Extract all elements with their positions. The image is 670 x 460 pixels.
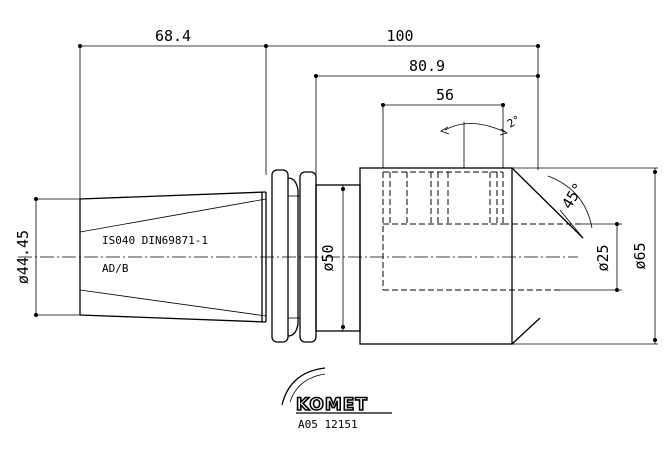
angle-45-label: 45° — [558, 180, 588, 213]
dim-56-label: 56 — [436, 86, 454, 104]
dimension-56: 56 — [381, 86, 505, 168]
dim-80-9-label: 80.9 — [409, 57, 445, 75]
logo-text: KOMET — [296, 395, 368, 415]
dimension-diameter-25: ø25 — [560, 222, 622, 292]
main-body — [359, 167, 658, 345]
dimension-80-9: 80.9 — [314, 57, 540, 185]
standard-label: IS040 DIN69871-1 — [102, 234, 208, 247]
rotation-angle-mark: 2° — [440, 113, 523, 168]
dimension-diameter-65: ø65 — [631, 168, 657, 344]
komet-logo: KOMET — [281, 367, 392, 416]
form-label: AD/B — [102, 262, 129, 275]
dimension-100: 100 — [266, 27, 540, 170]
dim-100-label: 100 — [386, 27, 413, 45]
chamfer-angle-45: 45° — [547, 175, 593, 239]
internal-bore — [382, 171, 580, 291]
dim-65-label: ø65 — [631, 242, 649, 269]
flange-collar — [271, 169, 317, 343]
article-number: A05 12151 — [298, 418, 358, 431]
neck-section: ø50 — [315, 184, 361, 332]
dim-68-4-label: 68.4 — [155, 27, 191, 45]
dim-50-label: ø50 — [319, 244, 337, 271]
dimension-68-4: 68.4 — [78, 27, 268, 290]
dim-25-label: ø25 — [594, 244, 612, 271]
angle-small-label: 2° — [505, 113, 523, 131]
